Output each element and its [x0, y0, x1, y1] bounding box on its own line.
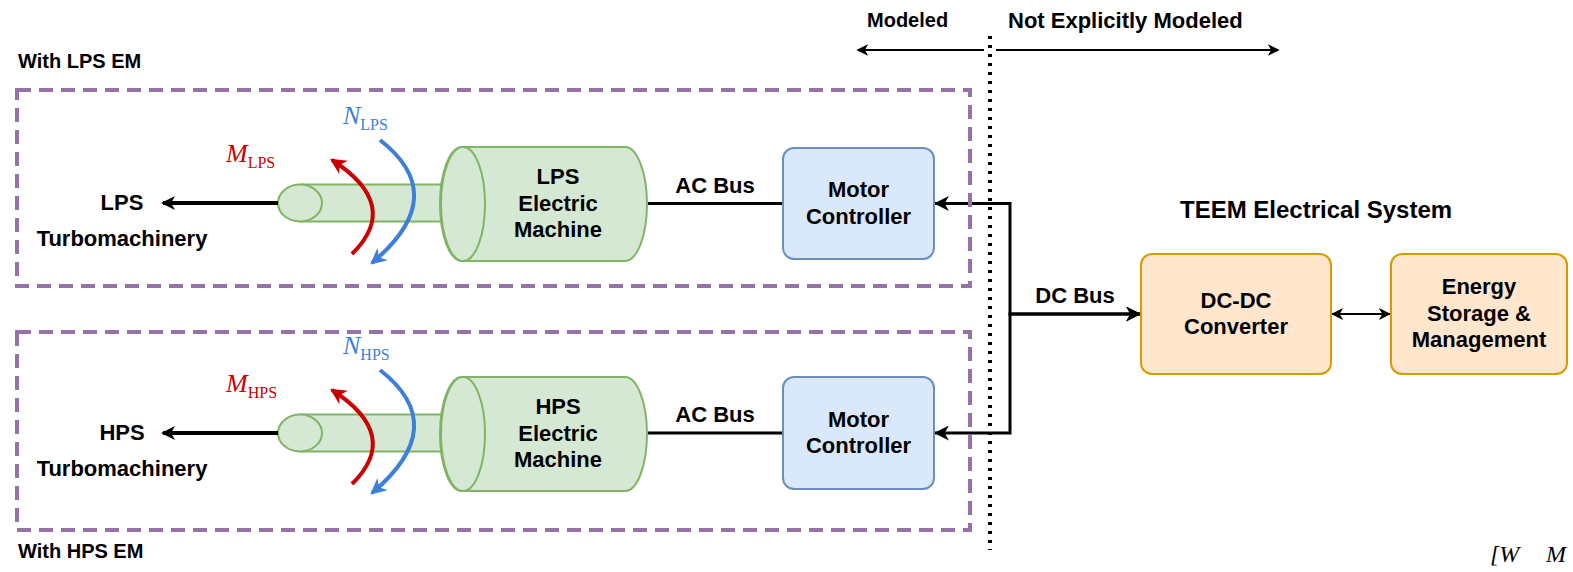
- node-body: Motor Controller: [782, 147, 935, 260]
- cylinder-face: [441, 147, 485, 261]
- dc-dc-converter: DC-DC Converter: [1140, 253, 1332, 375]
- shaft-end: [278, 185, 322, 222]
- bus-connector: [935, 204, 1140, 315]
- cylinder-body: [440, 377, 647, 491]
- torque-symbol: MLPS: [226, 138, 275, 172]
- lps-shaft-assembly: [163, 140, 470, 263]
- box-outline: [783, 148, 934, 259]
- not-modeled-arrow: [996, 49, 1278, 51]
- dashed-border: [17, 90, 970, 286]
- region-label: Not Explicitly Modeled: [1008, 8, 1243, 34]
- motor-controller: Motor Controller: [782, 376, 935, 490]
- electric-machine: LPS Electric Machine: [440, 146, 648, 262]
- node-body: Motor Controller: [782, 376, 935, 490]
- turbomachinery-label: LPS Turbomachinery: [22, 185, 222, 257]
- modeled-arrow: [858, 49, 984, 51]
- group-heading: With LPS EM: [18, 50, 141, 73]
- bus-connector: [648, 202, 782, 205]
- bus-label: AC Bus: [673, 173, 756, 199]
- hps-group-region: With HPS EMHPS Electric MachineMotor Con…: [15, 330, 972, 532]
- node-label: HPS Electric Machine: [503, 394, 613, 473]
- group-heading: With HPS EM: [18, 540, 143, 563]
- region-label: Modeled: [867, 8, 948, 32]
- motor-controller: Motor Controller: [782, 147, 935, 260]
- box-outline: [783, 377, 934, 489]
- equation-fragment: [W: [1490, 540, 1519, 569]
- node-body: LPS Electric Machine: [440, 146, 648, 262]
- speed-symbol: NHPS: [343, 330, 390, 364]
- model-boundary-line: [988, 36, 992, 550]
- node-label: Motor Controller: [796, 407, 921, 460]
- torque-arrow: [332, 390, 373, 484]
- dashed-border: [17, 332, 970, 530]
- node-body: DC-DC Converter: [1140, 253, 1332, 375]
- shaft-output-arrow: [163, 201, 278, 205]
- turbomachinery-label: HPS Turbomachinery: [22, 415, 222, 487]
- speed-arrow: [372, 370, 414, 493]
- speed-arrow: [372, 140, 414, 263]
- equation-fragment: M: [1546, 540, 1566, 569]
- speed-symbol: NLPS: [343, 100, 388, 134]
- bus-connector: [1332, 313, 1390, 315]
- torque-arrow: [332, 160, 373, 254]
- node-body: Energy Storage & Management: [1390, 253, 1568, 375]
- torque-symbol: MHPS: [226, 368, 277, 402]
- box-outline: [1391, 254, 1567, 374]
- shaft-end: [278, 415, 322, 452]
- box-outline: [1141, 254, 1331, 374]
- node-body: HPS Electric Machine: [440, 376, 648, 492]
- electric-machine: HPS Electric Machine: [440, 376, 648, 492]
- shaft-output-arrow: [163, 431, 278, 435]
- cylinder-face: [441, 377, 485, 491]
- node-label: LPS Electric Machine: [503, 164, 613, 243]
- node-label: Energy Storage & Management: [1404, 274, 1554, 353]
- node-label: Motor Controller: [796, 177, 921, 230]
- cylinder-body: [440, 147, 647, 261]
- energy-storage-box: Energy Storage & Management: [1390, 253, 1568, 375]
- node-label: DC-DC Converter: [1174, 288, 1299, 341]
- bus-label: AC Bus: [673, 402, 756, 428]
- bus-label: DC Bus: [1033, 283, 1116, 309]
- lps-group-region: With LPS EMLPS Electric MachineMotor Con…: [15, 88, 972, 288]
- hps-shaft-assembly: [163, 370, 470, 493]
- system-title: TEEM Electrical System: [1180, 196, 1452, 225]
- bus-connector: [648, 432, 782, 435]
